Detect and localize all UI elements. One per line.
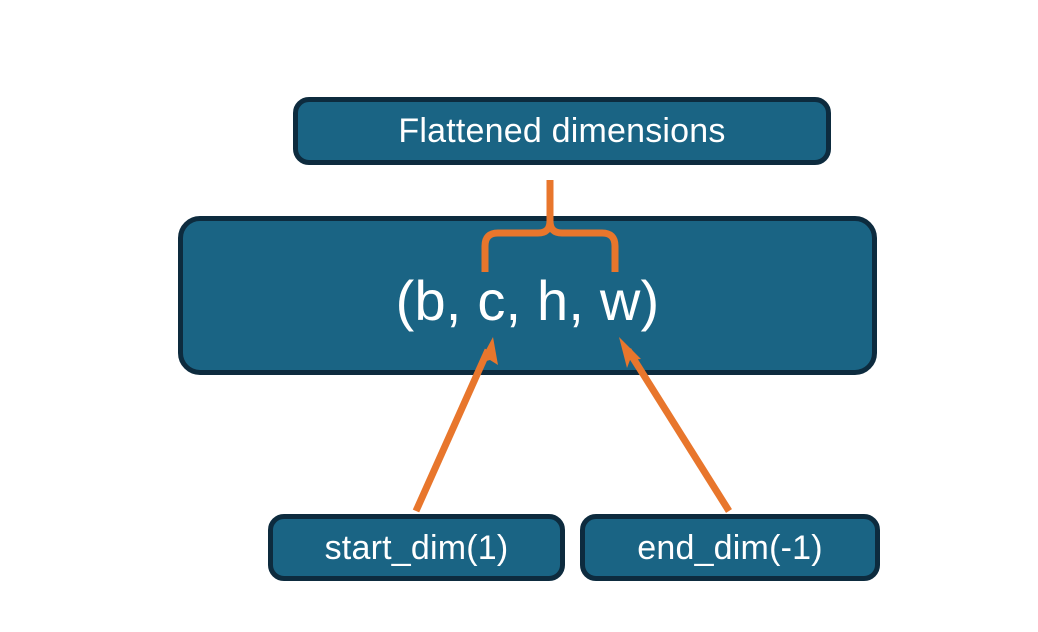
tensor-shape-box: (b, c, h, w) (178, 216, 877, 375)
flattened-dimensions-label: Flattened dimensions (398, 112, 726, 150)
tensor-shape-label: (b, c, h, w) (395, 269, 660, 332)
start-dim-label: start_dim(1) (324, 528, 509, 567)
start-dim-box: start_dim(1) (268, 514, 565, 581)
end-dim-label: end_dim(-1) (637, 528, 823, 567)
end-dim-box: end_dim(-1) (580, 514, 880, 581)
flattened-dimensions-box: Flattened dimensions (293, 97, 831, 165)
